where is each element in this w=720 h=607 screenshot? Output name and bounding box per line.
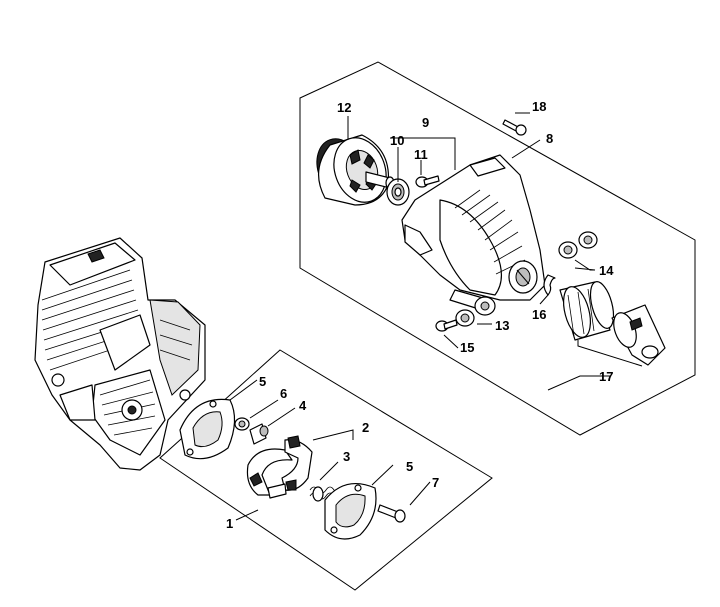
callout-18: 18 <box>532 99 546 114</box>
screw-18 <box>502 119 527 136</box>
callout-11: 11 <box>414 147 428 162</box>
clutch-drum <box>316 134 395 206</box>
callout-10: 10 <box>390 133 404 148</box>
upper-group-frame <box>299 61 696 436</box>
callout-16: 16 <box>532 307 546 322</box>
callout-6: 6 <box>280 386 287 401</box>
sleeves-13 <box>455 296 496 327</box>
callout-13: 13 <box>495 318 509 333</box>
callout-12: 12 <box>337 100 351 115</box>
leader-lines <box>229 112 643 521</box>
screw-11 <box>415 175 440 188</box>
screw-15 <box>435 319 458 332</box>
engine-block <box>34 237 206 471</box>
callout-3: 3 <box>343 449 350 464</box>
callout-1: 1 <box>226 516 233 531</box>
clutch-shoes <box>246 435 313 499</box>
carrier-plate-lower <box>324 482 377 540</box>
callout-7: 7 <box>432 475 439 490</box>
carrier-plate-upper <box>179 398 236 460</box>
bearing <box>386 178 410 206</box>
screw-7 <box>377 504 406 523</box>
callout-2: 2 <box>362 420 369 435</box>
washer <box>234 417 250 431</box>
callout-9: 9 <box>422 115 429 130</box>
clutch-spring <box>309 486 343 502</box>
callout-5-upper: 5 <box>259 374 266 389</box>
callout-8: 8 <box>546 131 553 146</box>
circlip <box>543 274 556 296</box>
sleeves-14 <box>558 231 598 259</box>
callout-17: 17 <box>599 369 613 384</box>
callout-4: 4 <box>299 398 307 413</box>
lower-group-frame <box>159 349 493 591</box>
coupling-sleeve <box>559 281 666 366</box>
sleeve-4 <box>249 423 269 445</box>
callout-14: 14 <box>599 263 614 278</box>
callout-15: 15 <box>460 340 474 355</box>
callout-5-lower: 5 <box>406 459 413 474</box>
clutch-housing <box>401 154 546 311</box>
